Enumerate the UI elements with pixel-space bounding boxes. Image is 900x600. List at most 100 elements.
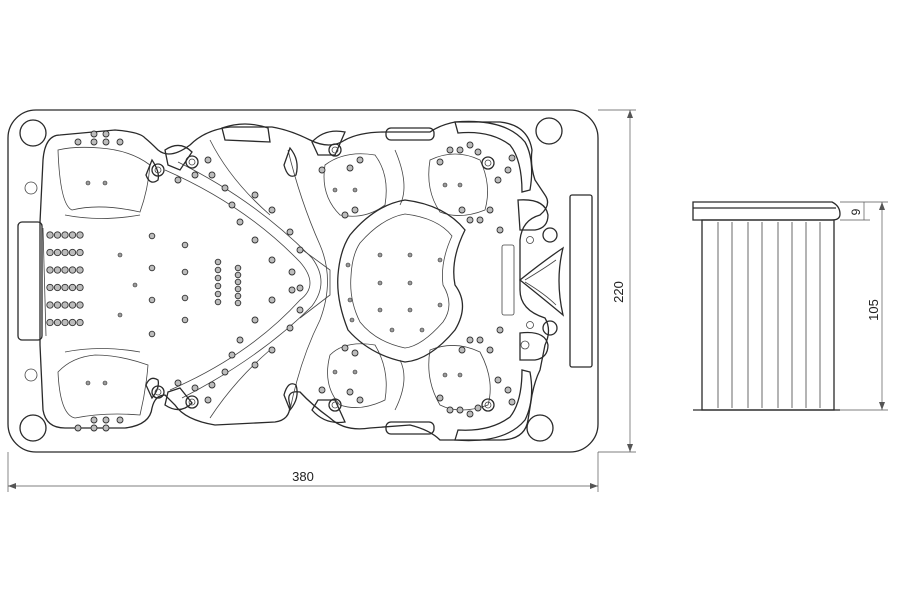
seat-ridge [64, 348, 141, 353]
handle-nub [283, 383, 298, 412]
jet [251, 361, 259, 369]
side-view [692, 201, 841, 411]
floor-jet [132, 282, 138, 288]
jet [341, 211, 349, 219]
jet [191, 384, 199, 392]
large-jet-core [188, 398, 196, 406]
large-jet-core [154, 166, 162, 174]
jet [102, 416, 110, 424]
footwell [337, 199, 466, 363]
jet [102, 424, 110, 432]
cabinet-panels [717, 222, 821, 408]
width-label: 220 [611, 281, 626, 303]
wave-line [524, 259, 557, 281]
floor-jet [352, 369, 358, 375]
jet [446, 146, 454, 154]
large-jet [185, 395, 199, 409]
jet [288, 286, 296, 294]
jet [61, 318, 69, 327]
control-panel-housing [569, 194, 593, 368]
handle-nub [145, 377, 160, 400]
large-jet-core [331, 146, 339, 154]
headrest-top-right [454, 120, 533, 193]
jet [148, 296, 156, 304]
headrest-top-center [221, 123, 271, 143]
jet [74, 424, 82, 432]
headrest-top-mid [311, 130, 346, 156]
jet [61, 301, 69, 309]
jet [102, 138, 110, 146]
corner-cup-holder [535, 117, 563, 145]
jet [268, 256, 276, 264]
large-jet [481, 156, 495, 170]
large-jet-core [484, 401, 492, 409]
floor-jet [407, 307, 413, 313]
arrow-icon [879, 202, 885, 210]
jet [90, 130, 98, 138]
corner-cup-holder [526, 414, 554, 442]
jet [288, 268, 296, 276]
jet [356, 156, 364, 164]
jet [318, 386, 326, 394]
headrest-bottom-right [454, 369, 533, 442]
large-jet-core [188, 158, 196, 166]
jet [466, 141, 474, 149]
jet [191, 171, 199, 179]
large-jet [185, 155, 199, 169]
large-jet-core [484, 159, 492, 167]
footwell-inner [350, 213, 453, 349]
jet [346, 388, 354, 396]
jet [208, 381, 216, 389]
jet [61, 231, 69, 239]
corner-cup-holder [19, 119, 47, 147]
jet [68, 318, 77, 327]
side-cup-holder [24, 181, 38, 195]
jet [116, 416, 124, 424]
arrow-icon [590, 483, 598, 489]
jet [436, 394, 444, 402]
cabinet-outline [7, 109, 599, 453]
jet [504, 166, 512, 174]
jet [214, 282, 222, 290]
jet [116, 138, 124, 146]
jet [102, 130, 110, 138]
jet [174, 379, 182, 387]
jet [234, 292, 242, 300]
jet [181, 294, 189, 302]
jet [61, 266, 69, 274]
jet [494, 176, 502, 184]
jet [466, 216, 474, 224]
seat-upper-mid [323, 153, 387, 217]
jet [181, 268, 189, 276]
control-button-icon [542, 227, 558, 243]
jet [341, 344, 349, 352]
control-led-icon [526, 236, 534, 244]
jet [476, 336, 484, 344]
left-seat-lower [57, 354, 149, 419]
jet [351, 206, 359, 214]
large-jet-core [154, 388, 162, 396]
pin-layer [85, 180, 463, 386]
top-view [7, 109, 599, 453]
jet [76, 248, 84, 257]
jet [236, 218, 244, 226]
skirt-label: 9 [849, 208, 863, 215]
diverter-icon [520, 340, 530, 350]
jet [286, 228, 294, 236]
jet [296, 284, 304, 292]
jet [68, 301, 77, 309]
cabinet-side [701, 219, 835, 411]
floor-jet [85, 180, 91, 186]
floor-jet [349, 317, 355, 323]
floor-jet [352, 187, 358, 193]
jet [46, 318, 54, 327]
jet [53, 248, 62, 257]
jet [251, 316, 259, 324]
arrow-icon [627, 444, 633, 452]
floor-jet [437, 257, 443, 263]
shell-outline [39, 121, 550, 441]
jet [148, 264, 156, 272]
jet [268, 206, 276, 214]
floor-jet [332, 187, 338, 193]
large-jet [151, 163, 165, 177]
